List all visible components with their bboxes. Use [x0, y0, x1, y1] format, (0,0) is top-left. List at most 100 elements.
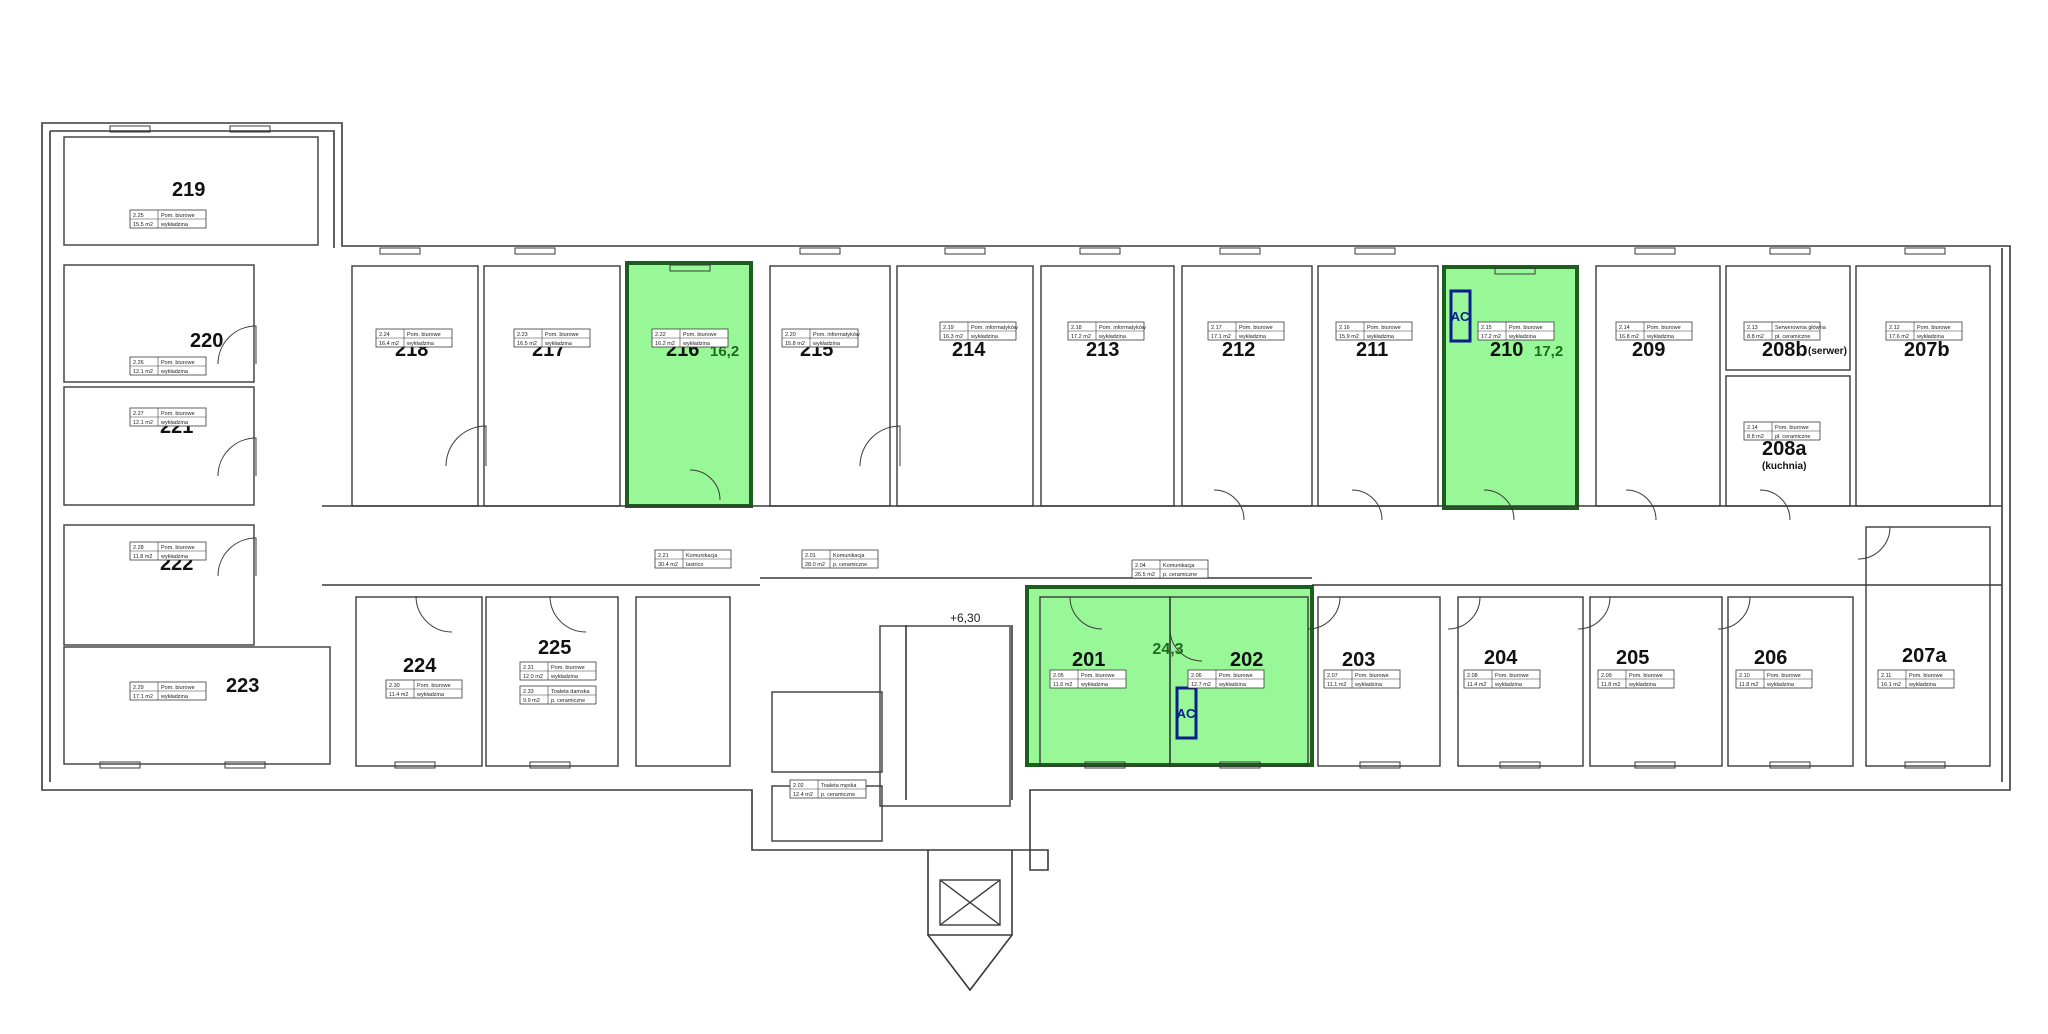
door-225[interactable] — [549, 595, 587, 633]
room-area: 15.5 m2 — [133, 222, 153, 228]
room-area: 17.1 m2 — [133, 694, 153, 700]
room-206-outline — [1727, 596, 1854, 767]
door-204[interactable] — [1447, 596, 1481, 630]
room-code: 2.24 — [379, 332, 390, 338]
room-218-outline — [351, 265, 479, 507]
room-area: 16.4 m2 — [379, 341, 399, 347]
door-218[interactable] — [445, 425, 487, 467]
door-203[interactable] — [1307, 596, 1341, 630]
room-type: Pom. biurowe — [1629, 673, 1663, 679]
room-area: 11.4 m2 — [389, 692, 408, 698]
room-floor: p. ceramiczne — [551, 698, 585, 704]
window — [1499, 761, 1541, 769]
room-floor: p. ceramiczne — [821, 792, 855, 798]
room-code: 2.02 — [793, 783, 804, 789]
door-220[interactable] — [217, 325, 257, 365]
room-code: 2.08 — [1467, 673, 1478, 679]
highlight-area: 17,2 — [1534, 343, 1563, 360]
room-area: 11.1 m2 — [1327, 682, 1346, 688]
room-208b-outline — [1725, 265, 1851, 371]
room-number: 224 — [403, 655, 437, 677]
room-floor: wykładzina — [1766, 682, 1795, 688]
room-type: Komunikacja — [686, 553, 718, 559]
room-floor: wykładzina — [1354, 682, 1383, 688]
door-205[interactable] — [1577, 596, 1611, 630]
door-222[interactable] — [217, 537, 257, 577]
ac-unit-210[interactable] — [1449, 289, 1472, 343]
door-214[interactable] — [859, 425, 901, 467]
room-area: 11.8 m2 — [133, 554, 152, 560]
room-area: 11.8 m2 — [1739, 682, 1758, 688]
door-210[interactable] — [1483, 489, 1515, 521]
room-area: 17.2 m2 — [1481, 334, 1501, 340]
door-201[interactable] — [1069, 596, 1103, 630]
room-area: 11.4 m2 — [1467, 682, 1486, 688]
room-area: 8.8 m2 — [1747, 434, 1764, 440]
room-number: 214 — [952, 339, 986, 361]
room-code: 2.04 — [1135, 563, 1146, 569]
room-221-outline — [63, 386, 255, 506]
room-floor: wykładzina — [1916, 334, 1945, 340]
room-floor: wykładzina — [970, 334, 999, 340]
room-floor: pł. ceramiczne — [1775, 434, 1810, 440]
room-type: Pom. informatyków — [1099, 325, 1146, 331]
room-number: 210 — [1490, 339, 1523, 361]
door-212[interactable] — [1213, 489, 1245, 521]
room-210-highlight[interactable] — [1442, 265, 1579, 510]
room-number: 219 — [172, 179, 205, 201]
room-number: 203 — [1342, 649, 1375, 671]
door-209[interactable] — [1625, 489, 1657, 521]
room-floor: wykładzina — [160, 554, 189, 560]
door-221[interactable] — [217, 437, 257, 477]
door-207a[interactable] — [1857, 526, 1891, 560]
room-number: 208a — [1762, 438, 1807, 460]
room-code: 2.14 — [1747, 425, 1758, 431]
room-number: 201 — [1072, 649, 1105, 671]
ac-unit-202[interactable] — [1175, 686, 1198, 740]
door-216[interactable] — [689, 469, 721, 501]
room-area: 26.5 m2 — [1135, 572, 1155, 578]
door-206[interactable] — [1717, 596, 1751, 630]
room-type: Pom. biurowe — [1355, 673, 1389, 679]
room-216-highlight[interactable] — [625, 261, 753, 508]
door-211[interactable] — [1351, 489, 1383, 521]
door-208a[interactable] — [1759, 489, 1791, 521]
door-224[interactable] — [415, 595, 453, 633]
stair-walls — [905, 625, 1013, 800]
door-202[interactable] — [1169, 628, 1203, 662]
